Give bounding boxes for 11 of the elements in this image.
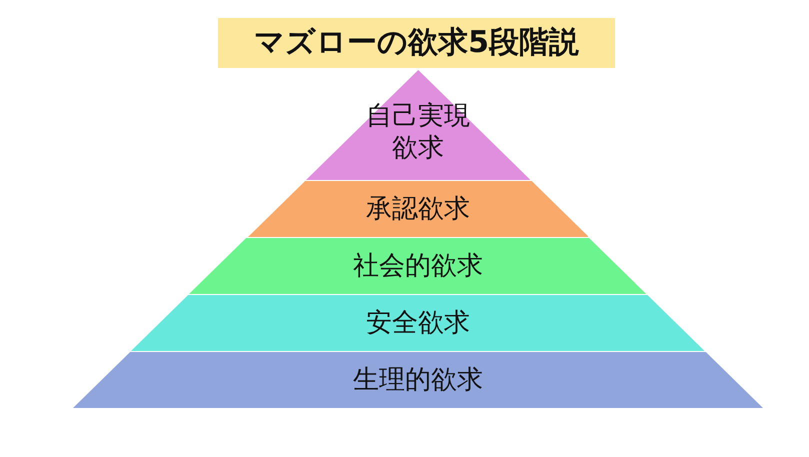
title-banner: マズローの欲求5段階説 bbox=[218, 18, 615, 68]
tier-label: 社会的欲求 bbox=[352, 250, 484, 283]
tier-label: 安全欲求 bbox=[364, 307, 471, 340]
pyramid-tier bbox=[248, 181, 588, 237]
pyramid-tier bbox=[131, 295, 705, 351]
tier-label: 生理的欲求 bbox=[352, 364, 484, 397]
pyramid-top-triangle bbox=[306, 70, 530, 180]
tier-label: 自己実現欲求 bbox=[364, 100, 471, 164]
pyramid-tier bbox=[189, 238, 647, 294]
pyramid-tier bbox=[73, 352, 763, 408]
tier-label: 承認欲求 bbox=[364, 193, 471, 226]
